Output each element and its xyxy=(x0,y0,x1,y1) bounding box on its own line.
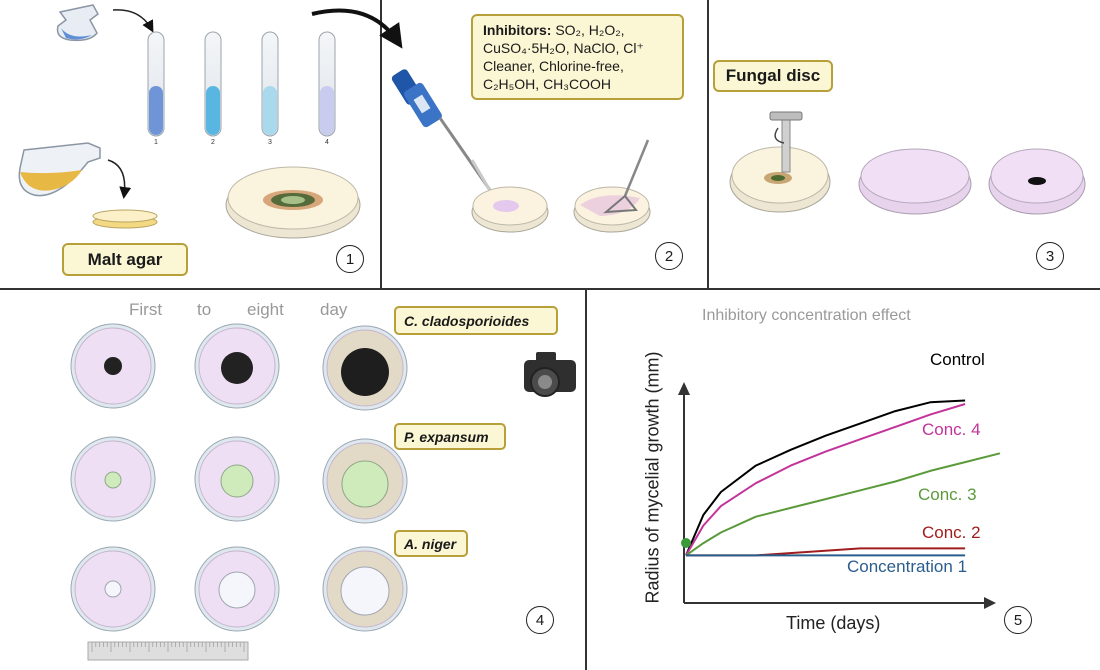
x-axis-label: Time (days) xyxy=(786,613,881,633)
cork-borer-icon xyxy=(729,111,831,213)
series-line-conc-2 xyxy=(686,547,966,557)
transfer-arrow-icon xyxy=(311,8,403,49)
petri-colony-icon xyxy=(225,166,361,239)
series-label-conc-4: Conc. 4 xyxy=(922,420,981,439)
inhibitors-list: SO₂, H₂O₂, CuSO₄·5H₂O, NaClO, Cl⁺ Cleane… xyxy=(483,22,644,92)
petri-spread-icon xyxy=(573,139,651,233)
tube-number-4: 4 xyxy=(325,139,329,146)
divider-2-3 xyxy=(707,0,709,288)
series-line-conc-3 xyxy=(685,452,1001,557)
y-axis-label: Radius of mycelial growth (mm) xyxy=(642,351,663,604)
day-word-to: to xyxy=(197,300,212,319)
inhibitors-title: Inhibitors: xyxy=(483,22,552,38)
series-label-concentration-1: Concentration 1 xyxy=(847,557,968,576)
petri-empty-icon xyxy=(858,148,972,215)
chart-title: Inhibitory concentration effect xyxy=(702,307,911,324)
species-label-expansum: P. expansum xyxy=(394,423,506,450)
day-word-eight: eight xyxy=(247,300,284,319)
pour-arrow-2-icon xyxy=(107,159,132,199)
series-label-conc-3: Conc. 3 xyxy=(918,485,977,504)
tube-number-2: 2 xyxy=(211,139,215,146)
x-axis-arrow xyxy=(984,597,996,609)
day-word-first: First xyxy=(129,300,163,319)
y-axis-arrow xyxy=(678,382,690,395)
inhibitors-box: Inhibitors: SO₂, H₂O₂, CuSO₄·5H₂O, NaClO… xyxy=(471,14,684,100)
series-label-conc-2: Conc. 2 xyxy=(922,523,981,542)
step-number-1: 1 xyxy=(336,245,364,273)
series-line-control xyxy=(685,399,966,556)
malt-agar-label: Malt agar xyxy=(62,243,188,276)
step-number-2: 2 xyxy=(655,242,683,270)
fungal-disc-label: Fungal disc xyxy=(713,60,833,92)
pipette-icon xyxy=(391,69,494,195)
tube-number-1: 1 xyxy=(154,139,158,146)
small-petri-icon xyxy=(92,209,158,229)
growth-dishes xyxy=(70,323,408,632)
ruler-ticks xyxy=(91,642,245,652)
species-label-cladosporioides: C. cladosporioides xyxy=(394,306,558,335)
divider-top-bottom xyxy=(0,288,1100,290)
growth-chart xyxy=(678,382,1001,609)
flask-blue-icon xyxy=(56,4,99,42)
petri-inhibitor-icon xyxy=(471,186,549,233)
species-label-niger: A. niger xyxy=(394,530,468,557)
pour-arrow-icon xyxy=(112,9,154,33)
day-word-day: day xyxy=(320,300,348,319)
camera-icon xyxy=(524,352,576,397)
divider-1-2 xyxy=(380,0,382,288)
step-number-3: 3 xyxy=(1036,242,1064,270)
origin-point xyxy=(681,538,691,548)
divider-4-5 xyxy=(585,288,587,670)
series-label-control: Control xyxy=(930,350,985,369)
test-tubes-icon xyxy=(147,31,336,137)
step-number-4: 4 xyxy=(526,606,554,634)
petri-disc-icon xyxy=(988,148,1086,215)
tube-number-3: 3 xyxy=(268,139,272,146)
flask-agar-icon xyxy=(18,142,101,197)
series-line-conc-4 xyxy=(685,403,966,556)
step-number-5: 5 xyxy=(1004,606,1032,634)
